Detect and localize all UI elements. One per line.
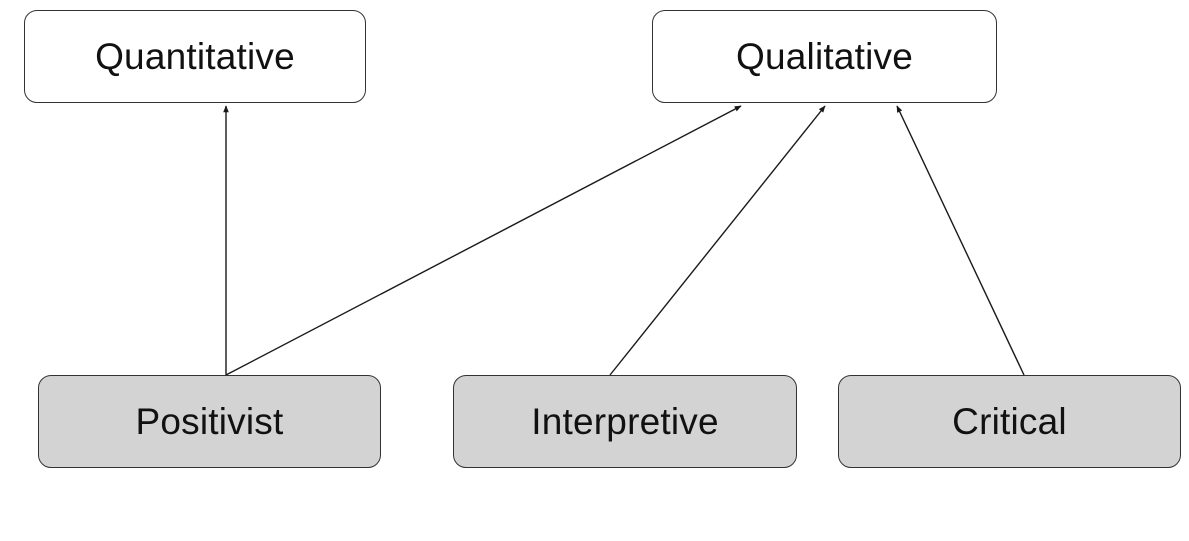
edge-critical-to-qualitative (896, 105, 1025, 376)
interpretive-label: Interpretive (531, 400, 719, 442)
qualitative-node: Qualitative (652, 10, 997, 103)
quantitative-label: Quantitative (95, 35, 295, 77)
positivist-node: Positivist (38, 375, 381, 468)
critical-node: Critical (838, 375, 1181, 468)
qualitative-label: Qualitative (735, 35, 913, 77)
positivist-label: Positivist (135, 400, 284, 442)
critical-label: Critical (952, 400, 1067, 442)
edge-positivist-to-qualitative (225, 105, 742, 376)
interpretive-node: Interpretive (453, 375, 797, 468)
quantitative-node: Quantitative (24, 10, 366, 103)
edge-interpretive-to-qualitative (609, 105, 826, 376)
